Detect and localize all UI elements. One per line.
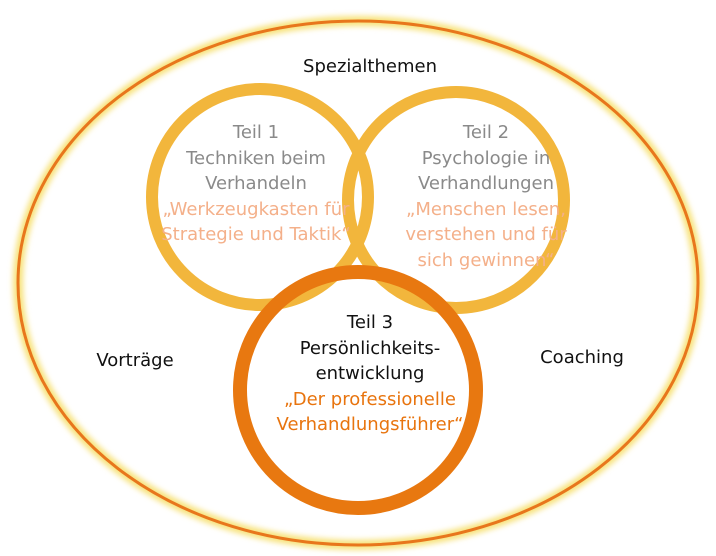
teil-3-title: Teil 3 <box>346 312 394 333</box>
outer-ellipse-glow <box>13 16 703 550</box>
teil-3-subtitle: Persönlichkeits- <box>299 337 441 359</box>
teil-2-text: Teil 2 Psychologie in Verhandlungen „Men… <box>405 120 566 273</box>
teil-1-subtitle: Verhandeln <box>205 173 307 194</box>
circle-teil-3 <box>233 265 483 515</box>
teil-1-title: Teil 1 <box>232 122 280 143</box>
teil-3-text: Teil 3 Persönlichkeits- entwicklung „Der… <box>277 310 464 438</box>
teil-2-subtitle: Psychologie in <box>421 147 551 169</box>
teil-2-quote: „Menschen lesen, <box>406 198 566 220</box>
teil-2-subtitle: Verhandlungen <box>417 173 555 194</box>
teil-1-text: Teil 1 Techniken beim Verhandeln „Werkze… <box>161 120 351 248</box>
teil-1-subtitle: Techniken beim <box>186 147 326 169</box>
left-label: Vorträge <box>96 350 174 371</box>
teil-2-quote: verstehen und für <box>405 224 567 245</box>
teil-1-quote: Strategie und Taktik“ <box>161 224 351 245</box>
teil-3-quote: Verhandlungsführer“ <box>276 414 464 435</box>
teil-2-quote: sich gewinnen“ <box>417 249 555 271</box>
circle-teil-2 <box>342 86 570 314</box>
teil-2-title: Teil 2 <box>462 122 510 143</box>
circle-teil-1 <box>146 83 374 311</box>
right-label: Coaching <box>540 347 624 368</box>
teil-3-quote: „Der professionelle <box>284 388 456 410</box>
outer-ellipse <box>16 19 700 547</box>
outer-label: Spezialthemen <box>303 56 437 77</box>
teil-1-quote: „Werkzeugkasten für <box>162 198 350 220</box>
teil-3-subtitle: entwicklung <box>315 363 425 384</box>
